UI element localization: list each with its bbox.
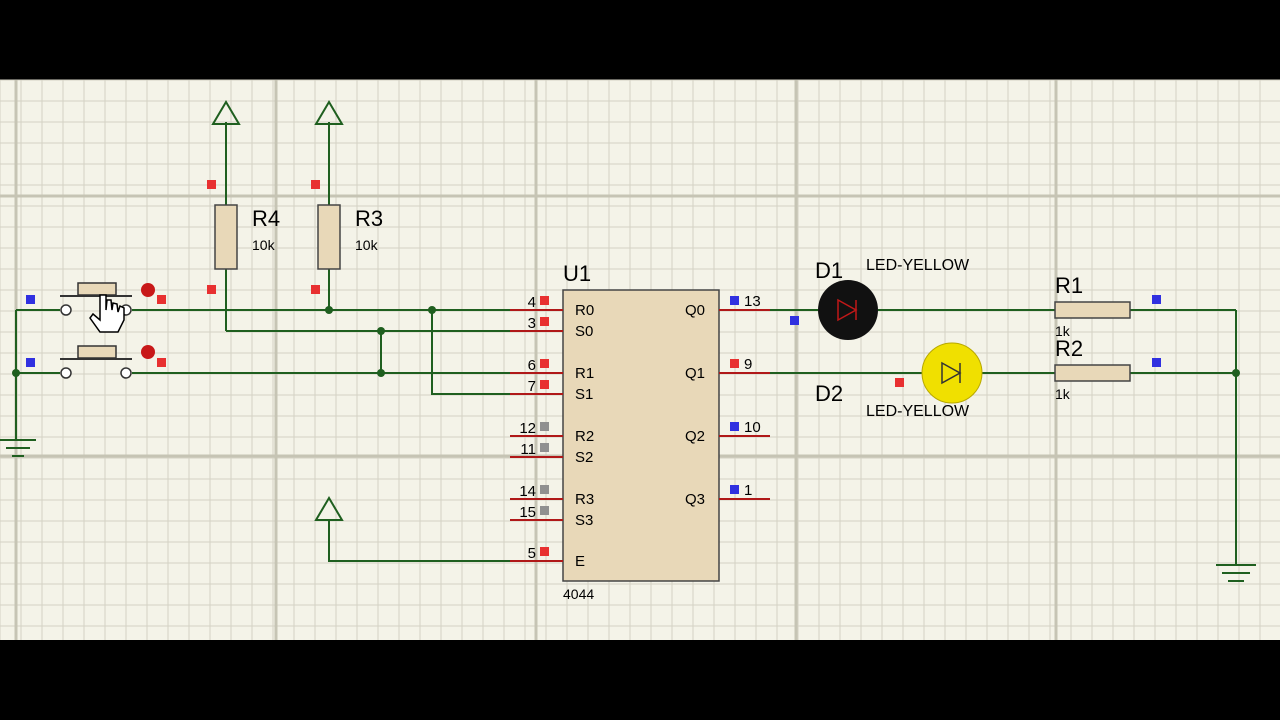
pin-name: E (575, 553, 585, 570)
power-arrow-icon (314, 100, 344, 125)
pin-state-marker (540, 547, 549, 556)
led-d2[interactable] (921, 342, 983, 404)
r1-ref: R1 (1055, 273, 1083, 298)
d1-ref: D1 (815, 258, 843, 283)
ic-pin-r3[interactable]: 14 R3 (510, 483, 594, 508)
ic-pin-s3[interactable]: 15 S3 (510, 504, 593, 529)
ic-pin-s2[interactable]: 11 S2 (510, 441, 593, 466)
d2-ref: D2 (815, 381, 843, 406)
pin-state-marker (540, 506, 549, 515)
pin-number: 4 (528, 294, 536, 311)
ic-pin-r1[interactable]: 6 R1 (510, 357, 594, 382)
pin-state-marker (730, 485, 739, 494)
pin-number: 13 (744, 293, 761, 310)
push-button-2[interactable] (60, 345, 155, 379)
d1-type: LED-YELLOW (866, 257, 970, 274)
ic-pin-r2[interactable]: 12 R2 (510, 420, 594, 445)
u1-part: 4044 (563, 586, 594, 602)
pin-number: 9 (744, 356, 752, 373)
pin-name: Q2 (685, 428, 705, 445)
r3-ref: R3 (355, 206, 383, 231)
ic-pin-q3[interactable]: 1Q3 (685, 482, 770, 508)
resistor-r2[interactable] (1054, 364, 1131, 382)
resistor-r4[interactable] (214, 204, 238, 270)
ic-pin-r0[interactable]: 4 R0 (510, 294, 594, 319)
pin-number: 6 (528, 357, 536, 374)
pin-state-marker (540, 422, 549, 431)
pin-name: Q1 (685, 365, 705, 382)
pin-number: 1 (744, 482, 752, 499)
r2-value: 1k (1055, 386, 1071, 402)
led-d1[interactable] (818, 280, 878, 340)
pin-number: 5 (528, 545, 536, 562)
pin-number: 14 (519, 483, 536, 500)
pin-number: 15 (519, 504, 536, 521)
ground-icon (1216, 564, 1256, 582)
r3-value: 10k (355, 237, 379, 253)
pin-state-marker (730, 296, 739, 305)
d2-type: LED-YELLOW (866, 403, 970, 420)
pin-name: Q3 (685, 491, 705, 508)
pin-state-marker (730, 422, 739, 431)
pin-state-marker (540, 359, 549, 368)
button-state-indicator (141, 345, 155, 359)
hand-cursor-icon (89, 294, 125, 333)
bottom-letterbox (0, 640, 1280, 720)
ic-pin-s0[interactable]: 3 S0 (510, 315, 593, 340)
r4-ref: R4 (252, 206, 280, 231)
pin-name: S3 (575, 512, 593, 529)
power-arrow-icon (314, 496, 344, 521)
pin-number: 7 (528, 378, 536, 395)
pin-name: R3 (575, 491, 594, 508)
pin-number: 12 (519, 420, 536, 437)
pin-state-marker (540, 380, 549, 389)
resistor-r3[interactable] (317, 204, 341, 270)
pin-name: R1 (575, 365, 594, 382)
pin-name: S0 (575, 323, 593, 340)
pin-state-marker (540, 485, 549, 494)
pin-number: 10 (744, 419, 761, 436)
ic-pin-q1[interactable]: 9Q1 (685, 356, 770, 382)
pin-number: 11 (520, 441, 536, 458)
pin-name: S1 (575, 386, 593, 403)
ic-pin-s1[interactable]: 7 S1 (510, 378, 593, 403)
r1-value: 1k (1055, 323, 1071, 339)
top-letterbox (0, 0, 1280, 80)
power-arrows (211, 100, 344, 521)
u1-ref: U1 (563, 261, 591, 286)
pin-state-marker (730, 359, 739, 368)
r4-value: 10k (252, 237, 276, 253)
pin-name: Q0 (685, 302, 705, 319)
pin-state-marker (540, 296, 549, 305)
r2-ref: R2 (1055, 336, 1083, 361)
ground-icon (0, 439, 36, 457)
pin-state-marker (540, 317, 549, 326)
resistor-r1[interactable] (1054, 301, 1131, 319)
pin-number: 3 (528, 315, 536, 332)
pin-name: R0 (575, 302, 594, 319)
pin-name: S2 (575, 449, 593, 466)
junctions (12, 306, 1240, 377)
power-arrow-icon (211, 100, 241, 125)
probe-markers (26, 180, 1161, 387)
button-state-indicator (141, 283, 155, 297)
pin-name: R2 (575, 428, 594, 445)
pin-state-marker (540, 443, 549, 452)
